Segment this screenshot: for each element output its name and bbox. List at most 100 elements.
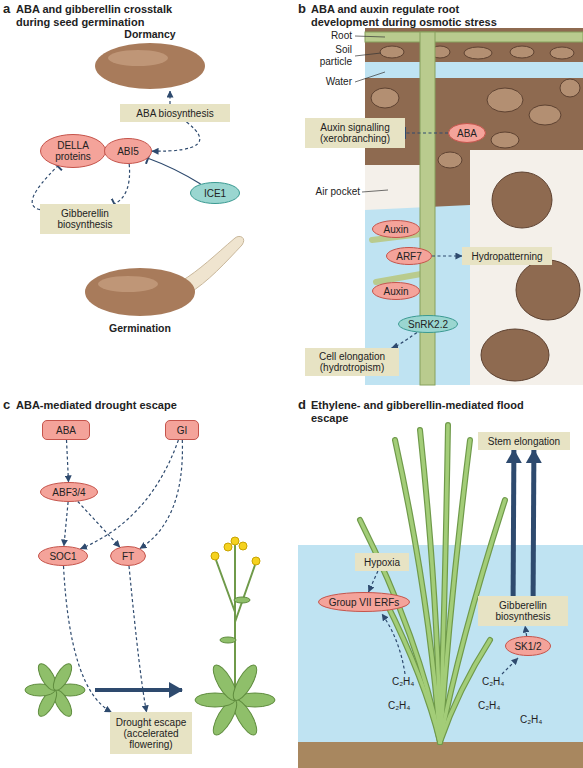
leaf — [50, 661, 75, 693]
flower — [231, 537, 239, 545]
protein-ellipse: Group VII ERFs — [318, 592, 410, 612]
node-text: ABI5 — [114, 146, 142, 157]
node-ellipse — [449, 124, 486, 143]
kinase-ellipse: SnRK2.2 — [398, 315, 458, 333]
protein-ellipse: ABI5 — [104, 138, 152, 164]
arrow-connector — [531, 450, 537, 596]
node-text: SK1/2 — [511, 641, 544, 652]
node-text: ARF7 — [393, 251, 425, 262]
arrow-connector — [64, 566, 112, 712]
protein-ellipse: Auxin — [372, 220, 420, 238]
arrow-connector — [392, 332, 417, 348]
soil-particle — [487, 88, 523, 112]
leader-line — [362, 190, 388, 192]
part-label: Root — [312, 30, 352, 42]
process-box: Gibberellin biosynthesis — [478, 596, 568, 626]
process-box: Gibberellin biosynthesis — [40, 204, 130, 234]
inhibition-connector — [114, 164, 129, 204]
soil-particle — [464, 47, 492, 59]
node-text: FT — [119, 551, 137, 562]
leaf — [229, 662, 261, 704]
node-ellipse — [506, 637, 551, 656]
seed-highlight — [108, 50, 168, 66]
node-text: Auxin — [380, 286, 411, 297]
node-text: Gibberellin biosynthesis — [40, 208, 130, 230]
node-ellipse — [319, 593, 410, 612]
node-ellipse — [41, 483, 98, 502]
soil-particle — [438, 152, 462, 168]
hormone-box: GI — [165, 420, 199, 440]
transition-arrow — [95, 688, 182, 692]
leader-line — [355, 36, 385, 37]
part-label: Air pocket — [310, 186, 360, 198]
chemical-label: C₂H₄ — [478, 700, 512, 712]
inhibition-connector — [148, 158, 201, 184]
panel-title: ABA and gibberellin crosstalk during see… — [16, 3, 201, 29]
arrow-connector — [369, 571, 378, 592]
panel-title: ABA and auxin regulate root development … — [311, 3, 516, 29]
soil-particle — [510, 46, 534, 58]
flower — [252, 557, 260, 565]
node-text: SnRK2.2 — [405, 319, 451, 330]
arrow-connector — [67, 440, 69, 482]
leader-arrow — [502, 658, 518, 674]
protein-ellipse: SK1/2 — [505, 636, 551, 656]
panel-letter: c — [3, 398, 15, 412]
flower — [211, 552, 219, 560]
leaf — [234, 597, 250, 603]
arrow-connector — [140, 440, 183, 549]
protein-ellipse: DELLA proteins — [40, 134, 106, 168]
part-label: Water — [312, 76, 352, 88]
node-ellipse — [191, 183, 240, 204]
root — [365, 32, 583, 42]
node-ellipse — [373, 221, 420, 238]
node-text: SOC1 — [46, 551, 79, 562]
germinating-seed — [85, 268, 195, 316]
kinase-ellipse: ICE1 — [190, 182, 240, 204]
part-label: Soil particle — [312, 44, 352, 67]
process-box: Drought escape (accelerated flowering) — [110, 712, 192, 754]
node-text: Hydropatterning — [468, 251, 545, 262]
node-text: Gibberellin biosynthesis — [478, 600, 568, 622]
protein-ellipse: SOC1 — [38, 546, 88, 566]
process-box: Hydropatterning — [462, 247, 552, 265]
process-box: Auxin signalling (xerobranching) — [305, 118, 405, 148]
arrow-connector — [432, 255, 462, 256]
leader-arrow — [382, 614, 405, 674]
chemical-label: C₂H₄ — [520, 714, 554, 726]
process-box: Stem elongation — [478, 432, 570, 450]
node-text: Drought escape (accelerated flowering) — [110, 717, 192, 750]
node-text: Cell elongation (hydrotropism) — [305, 351, 399, 373]
leaf — [220, 637, 236, 643]
node-ellipse — [105, 139, 152, 164]
soil-particle — [380, 46, 404, 58]
node-ellipse — [39, 547, 88, 566]
plant-leaves — [360, 425, 505, 742]
soil-particle — [529, 105, 561, 125]
node-text: ABF3/4 — [49, 487, 88, 498]
protein-ellipse: FT — [110, 546, 146, 566]
node-ellipse — [41, 135, 106, 168]
panel-letter: b — [298, 2, 310, 16]
chemical-label: C₂H₄ — [388, 700, 422, 712]
node-text: Hypoxia — [361, 557, 403, 568]
protein-ellipse: ABF3/4 — [40, 482, 98, 502]
process-box: ABA biosynthesis — [120, 104, 230, 122]
flower — [224, 543, 232, 551]
node-text: GI — [174, 425, 191, 436]
stage-label: Dormancy — [100, 28, 200, 40]
protein-ellipse: ARF7 — [386, 247, 432, 265]
water-band — [365, 62, 583, 78]
air-region — [470, 150, 583, 385]
seed-highlight — [98, 276, 158, 292]
node-text: Auxin signalling (xerobranching) — [305, 122, 405, 144]
soil — [365, 28, 583, 385]
soil-clod — [492, 172, 552, 228]
leader-line — [355, 72, 385, 82]
panel-letter: d — [298, 398, 310, 412]
soil-particle — [550, 47, 574, 59]
node-ellipse — [399, 316, 458, 333]
arrow-connector — [129, 566, 147, 712]
